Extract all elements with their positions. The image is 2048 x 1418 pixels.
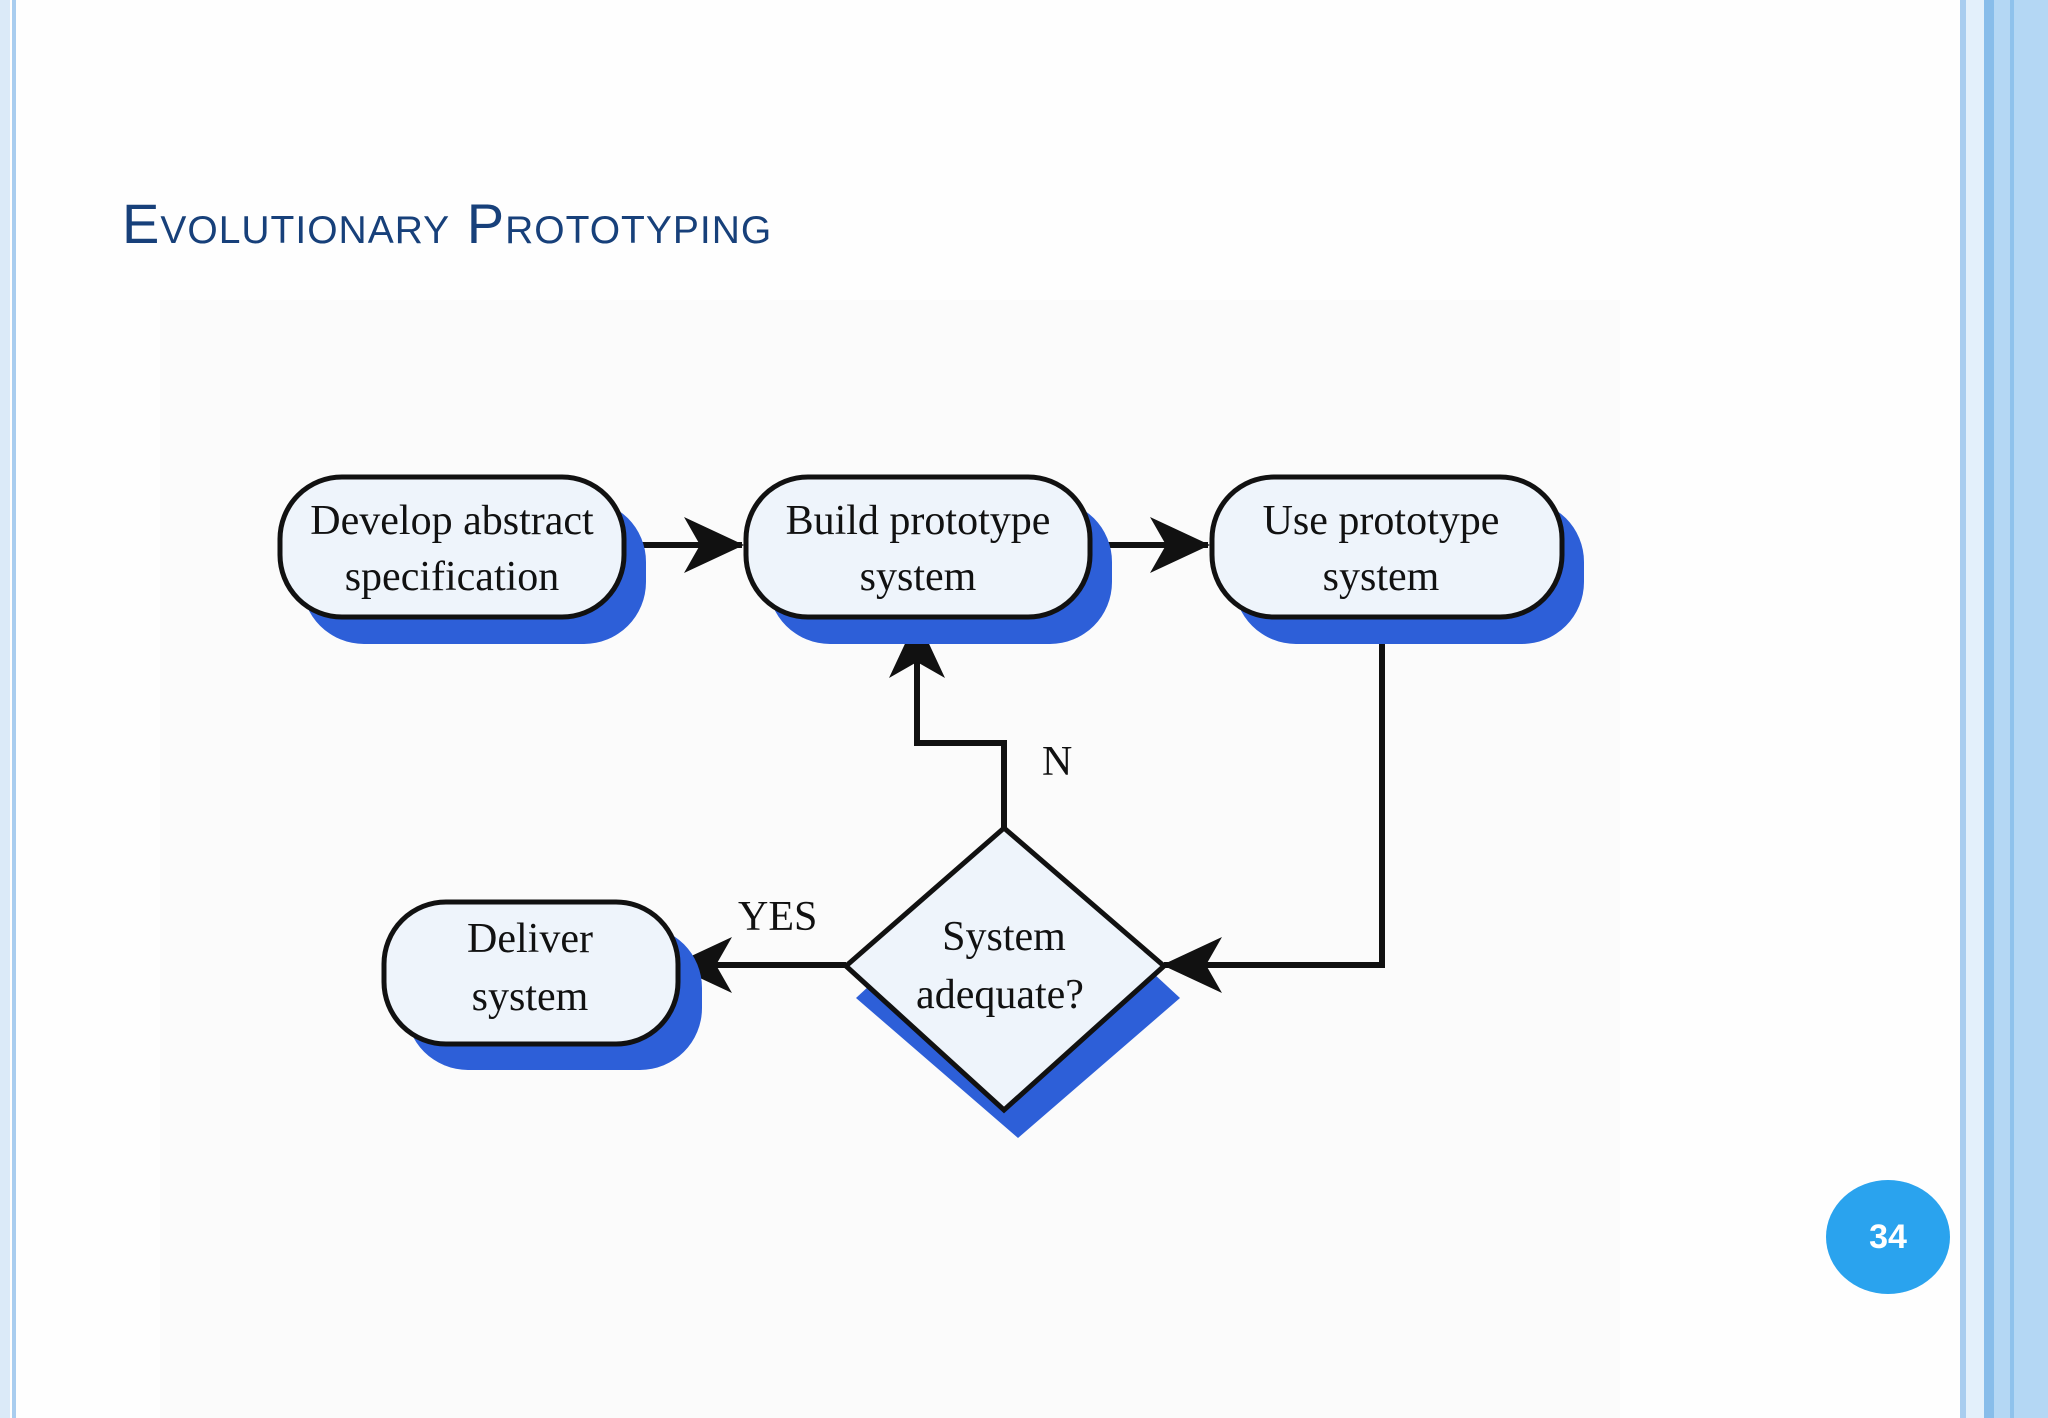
right-border-line [1960, 0, 1966, 1418]
node-label-line2: system [860, 554, 977, 600]
node-build-prototype: Build prototype system [743, 474, 1112, 644]
page-number: 34 [1869, 1217, 1907, 1256]
node-box [1209, 474, 1565, 620]
page-number-badge: 34 [1826, 1180, 1950, 1294]
node-label-line1: Develop abstract [310, 498, 594, 544]
left-border-stripe [0, 0, 10, 1418]
node-label-line2: system [472, 974, 589, 1020]
edge-decision-no-to-build [889, 618, 1007, 828]
node-label-line1: Deliver [467, 916, 593, 962]
node-label-line1: Use prototype [1263, 498, 1500, 544]
node-label-line2: specification [345, 554, 560, 600]
node-box [277, 474, 627, 620]
node-deliver-system: Deliver system [381, 899, 702, 1070]
edge-label-no: N [1042, 739, 1072, 785]
node-label-line2: adequate? [916, 972, 1084, 1018]
node-develop-specification: Develop abstract specification [277, 474, 646, 644]
node-box [743, 474, 1093, 620]
right-border-stripe [1984, 0, 1994, 1418]
left-border-line [12, 0, 16, 1418]
node-use-prototype: Use prototype system [1209, 474, 1584, 644]
node-label-line1: Build prototype [786, 498, 1051, 544]
node-box [381, 899, 681, 1047]
node-label-line2: system [1323, 554, 1440, 600]
node-diamond [842, 824, 1168, 1114]
edge-label-yes: YES [738, 894, 817, 940]
right-border-band [1994, 0, 2048, 1418]
node-decision-system-adequate: System adequate? [842, 824, 1180, 1138]
right-border-inner-line [2010, 0, 2014, 1418]
right-border-gap [1966, 0, 1984, 1418]
edge-use-to-decision [1162, 622, 1385, 993]
slide-title: Evolutionary Prototyping [122, 192, 773, 255]
node-label-line1: System [942, 914, 1066, 960]
